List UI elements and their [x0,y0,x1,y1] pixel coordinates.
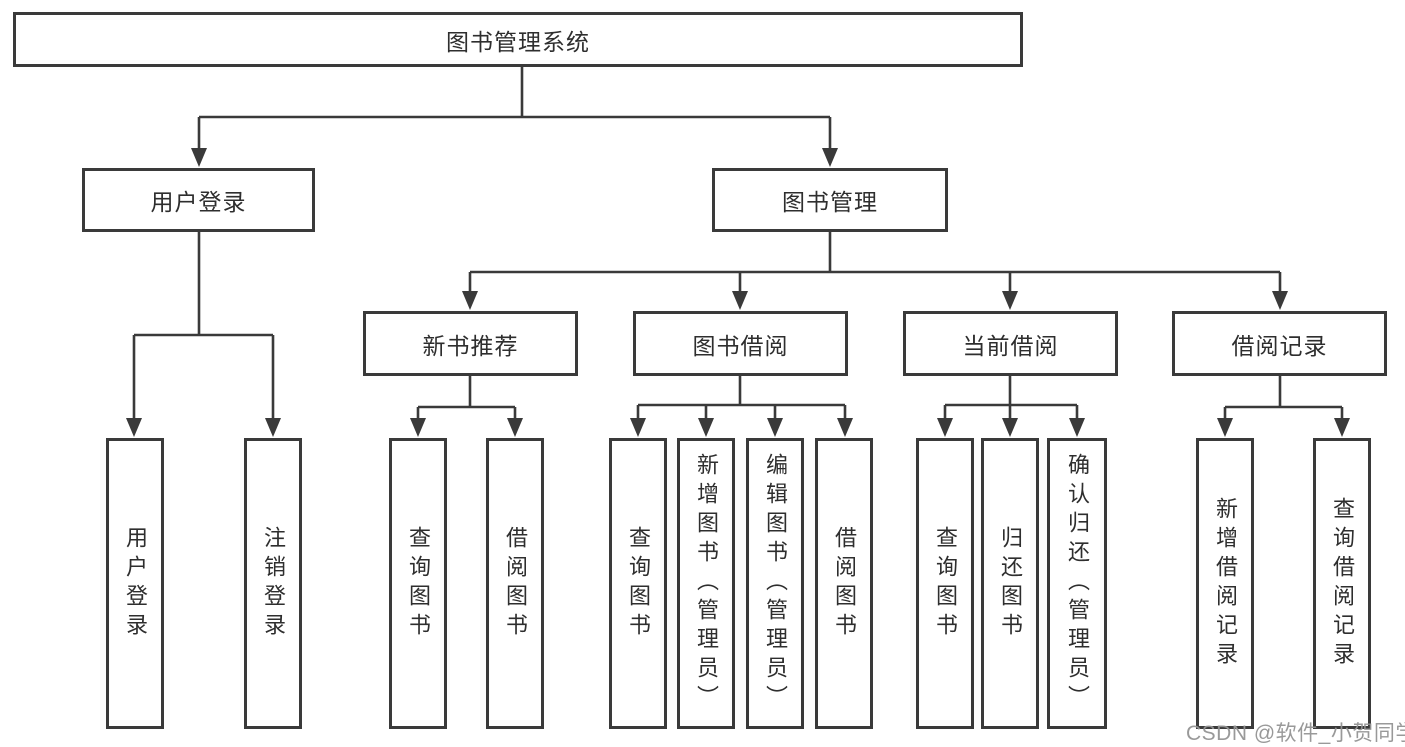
node-label: 图书管理系统 [446,28,590,55]
node-borrowing-records: 借阅记录 [1172,311,1387,376]
leaf-user-login: 用户登录 [106,438,164,729]
leaf-logout: 注销登录 [244,438,302,729]
node-book-borrowing: 图书借阅 [633,311,848,376]
node-label: 图书借阅 [692,332,789,359]
node-current-borrowing: 当前借阅 [903,311,1118,376]
node-book-management: 图书管理 [712,168,948,232]
leaf-confirm-return-admin: 确认归还（管理员） [1047,438,1107,729]
node-label: 新增图书（管理员） [694,453,719,714]
node-label: 归还图书 [998,525,1023,642]
leaf-borrow-books-2: 借阅图书 [815,438,873,729]
node-label: 查询借阅记录 [1330,496,1355,671]
leaf-add-books-admin: 新增图书（管理员） [677,438,735,729]
node-label: 借阅图书 [832,525,857,642]
node-label: 图书管理 [782,189,878,215]
leaf-edit-books-admin: 编辑图书（管理员） [746,438,804,729]
node-label: 当前借阅 [962,332,1059,359]
leaf-query-books-1: 查询图书 [389,438,447,729]
leaf-query-books-3: 查询图书 [916,438,974,729]
node-user-login: 用户登录 [82,168,315,232]
node-label: 用户登录 [123,525,148,642]
node-label: 用户登录 [150,189,247,215]
leaf-query-books-2: 查询图书 [609,438,667,729]
node-label: 借阅记录 [1231,332,1328,359]
node-label: 新书推荐 [422,332,519,359]
node-label: 查询图书 [626,525,651,642]
leaf-add-borrow-record: 新增借阅记录 [1196,438,1254,729]
leaf-return-books: 归还图书 [981,438,1039,729]
node-label: 查询图书 [933,525,958,642]
node-label: 编辑图书（管理员） [763,453,788,714]
node-label: 借阅图书 [503,525,528,642]
node-label: 查询图书 [406,525,431,642]
node-label: 新增借阅记录 [1213,496,1238,671]
csdn-watermark: CSDN @软件_小贺同学 [1186,722,1405,745]
node-label: 注销登录 [261,525,286,642]
node-new-book-recommend: 新书推荐 [363,311,578,376]
leaf-borrow-books-1: 借阅图书 [486,438,544,729]
node-root: 图书管理系统 [13,12,1023,67]
node-label: 确认归还（管理员） [1065,453,1090,714]
leaf-query-borrow-record: 查询借阅记录 [1313,438,1371,729]
